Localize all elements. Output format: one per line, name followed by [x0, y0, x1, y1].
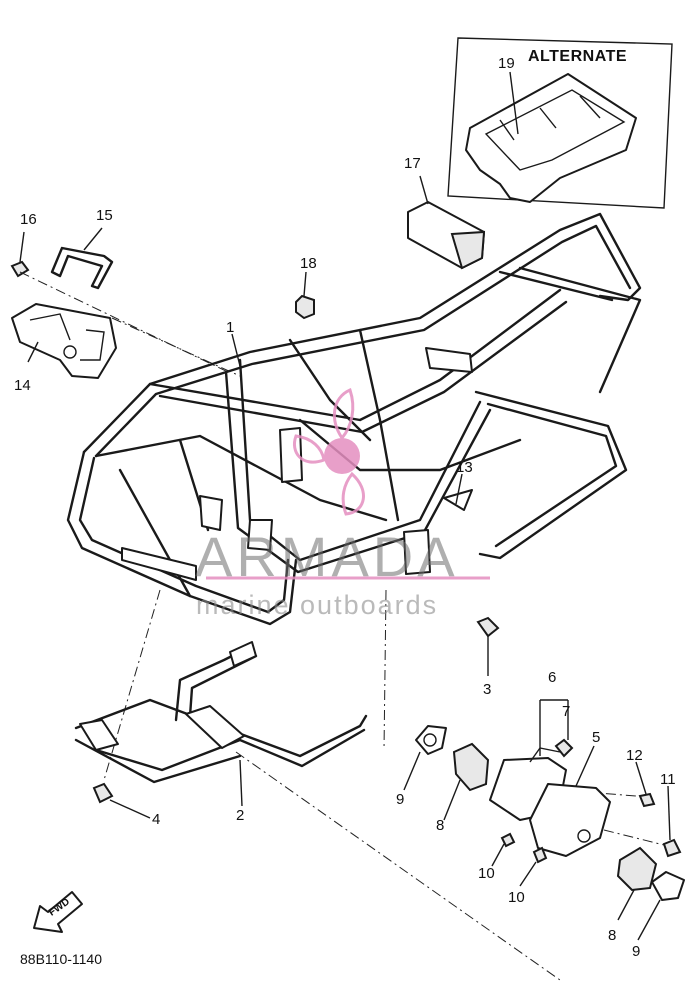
callout-7: 7	[562, 703, 571, 720]
bracket-part-15	[50, 227, 114, 290]
fwd-arrow-icon	[33, 891, 83, 933]
housing-part-5	[489, 699, 611, 857]
callout-16: 16	[20, 211, 37, 228]
callout-9-right: 9	[632, 943, 641, 960]
callout-10-left: 10	[478, 865, 495, 882]
callout-13: 13	[456, 459, 473, 476]
grommet-part-18	[295, 271, 315, 320]
alternate-label: ALTERNATE	[528, 48, 628, 65]
callout-1: 1	[226, 319, 235, 336]
callout-9-left: 9	[396, 791, 405, 808]
boot-part-8-left	[443, 742, 490, 821]
watermark-propeller-icon	[206, 387, 490, 580]
callout-3: 3	[483, 681, 492, 698]
leader-13	[455, 473, 463, 505]
callout-15: 15	[96, 207, 113, 224]
callout-8-right: 8	[608, 927, 617, 944]
sub-frame-part-2	[74, 641, 368, 807]
drawing-code: 88B110-1140	[20, 951, 102, 967]
callout-17: 17	[404, 155, 421, 172]
boot-part-8-right	[616, 846, 658, 921]
callout-5: 5	[592, 729, 601, 746]
callout-8-left: 8	[436, 817, 445, 834]
bolts-part-10	[491, 832, 548, 887]
watermark-brand: ARMADA	[195, 525, 459, 588]
callout-12: 12	[626, 747, 643, 764]
callout-19: 19	[498, 55, 515, 72]
plate-part-9-left	[403, 725, 447, 791]
watermark-tagline: marine outboards	[196, 590, 439, 620]
seat-tray-part-19	[465, 71, 637, 203]
bolt-part-4	[92, 782, 151, 819]
plate-part-9-right	[637, 871, 685, 941]
callout-18: 18	[300, 255, 317, 272]
alternate-inset-box	[447, 37, 673, 209]
box-bracket-part-14	[11, 303, 117, 379]
bolt-part-3	[476, 616, 500, 676]
main-frame-part-1	[66, 212, 642, 626]
callout-2: 2	[236, 807, 245, 824]
battery-part-17	[407, 175, 486, 270]
callout-4: 4	[152, 811, 161, 828]
assembly-lines	[19, 271, 669, 981]
bolt-part-16	[10, 231, 30, 278]
callout-14: 14	[14, 377, 31, 394]
screws-part-11-12	[635, 761, 682, 858]
callout-6: 6	[548, 669, 557, 686]
callout-10-right: 10	[508, 889, 525, 906]
callout-11: 11	[660, 771, 676, 788]
